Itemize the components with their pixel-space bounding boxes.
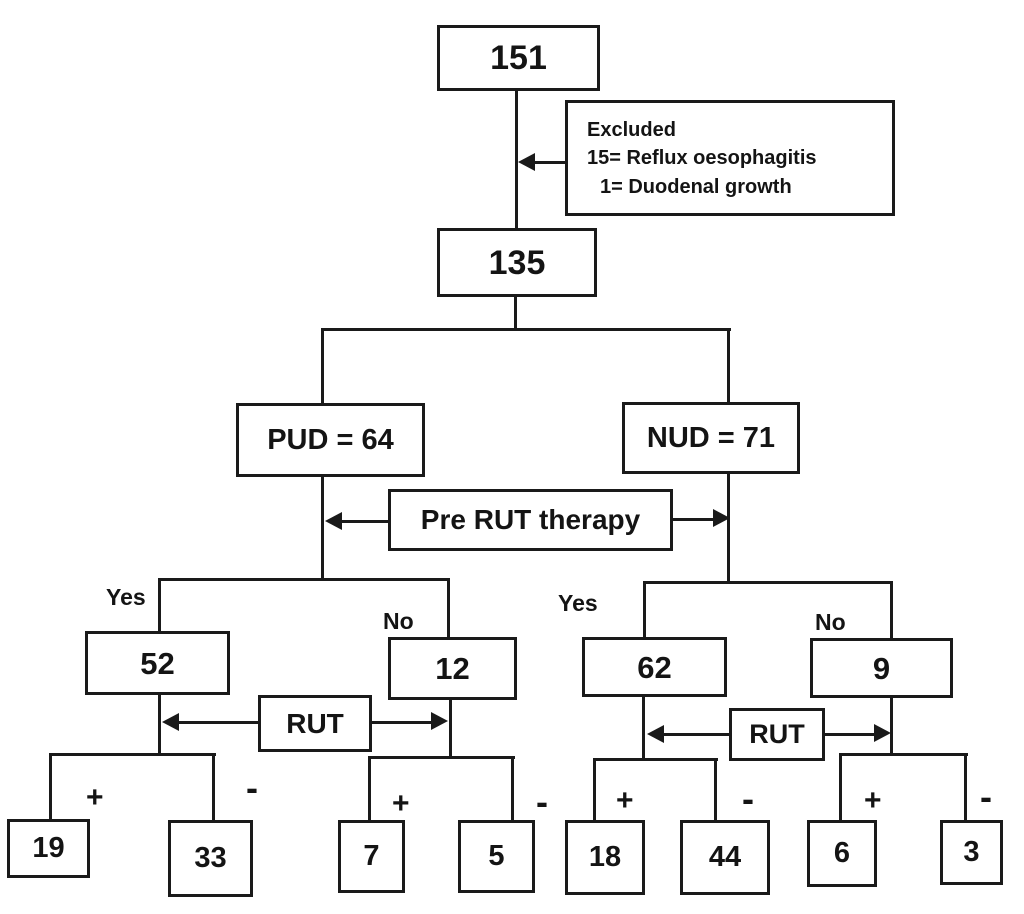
node-nud-prior-yes: 62 — [582, 637, 727, 697]
label-pud-yes: Yes — [106, 584, 146, 610]
node-nud-yes-rut-positive: 18 — [565, 820, 645, 895]
label-pud-no: No — [383, 608, 414, 634]
node-pud-no-rut-positive: 7 — [338, 820, 405, 893]
arrowhead-right-icon — [431, 712, 448, 730]
label-rut-negative: - — [536, 781, 548, 822]
arrowhead-left-icon — [162, 713, 179, 731]
label-rut-positive: + — [392, 787, 410, 820]
label-rut-positive: + — [864, 784, 882, 817]
connector-rut-right-to-9 — [824, 733, 875, 736]
node-pud-prior-no: 12 — [388, 637, 517, 700]
connector-to-18 — [593, 758, 596, 821]
node-nud-yes-rut-negative: 44 — [680, 820, 770, 895]
label-nud-no: No — [815, 609, 846, 635]
connector-rut-left-to-52 — [178, 721, 258, 724]
connector-pud-yes-no-split — [159, 578, 450, 581]
label-rut-negative: - — [742, 778, 754, 819]
connector-62-down — [642, 696, 645, 760]
connector-split-pud-nud — [321, 328, 731, 331]
connector-12-down — [449, 699, 452, 758]
node-rut-right: RUT — [729, 708, 825, 761]
arrowhead-left-icon — [647, 725, 664, 743]
node-pud-yes-rut-negative: 33 — [168, 820, 253, 897]
label-rut-negative: - — [246, 767, 258, 808]
label-rut-positive: + — [616, 784, 634, 817]
node-pud-prior-yes: 52 — [85, 631, 230, 695]
connector-to-9 — [890, 581, 893, 639]
excluded-item: 1= Duodenal growth — [600, 175, 792, 198]
connector-to-3 — [964, 753, 967, 821]
connector-to-7 — [368, 756, 371, 821]
node-total: 151 — [437, 25, 600, 91]
connector-52-down — [158, 694, 161, 755]
node-rut-left: RUT — [258, 695, 372, 752]
node-pud-yes-rut-positive: 19 — [7, 819, 90, 878]
connector-pud-down — [321, 476, 324, 580]
connector-rut-right-to-62 — [663, 733, 729, 736]
connector-nud-down — [727, 473, 730, 583]
connector-to-6 — [839, 753, 842, 821]
label-rut-negative: - — [980, 776, 992, 817]
node-pud-no-rut-negative: 5 — [458, 820, 535, 893]
node-nud-no-rut-positive: 6 — [807, 820, 877, 887]
connector-to-nud — [727, 328, 730, 403]
connector-rut-left-to-12 — [372, 721, 432, 724]
connector-9-pos-neg-split — [840, 753, 968, 756]
connector-pre-rut-right-arrow — [673, 518, 714, 521]
connector-included-down — [514, 295, 517, 331]
connector-excluded-arrow — [534, 161, 565, 164]
connector-9-down — [890, 697, 893, 755]
connector-12-pos-neg-split — [369, 756, 515, 759]
node-nud: NUD = 71 — [622, 402, 800, 474]
node-included: 135 — [437, 228, 597, 297]
connector-pre-rut-left-arrow — [341, 520, 388, 523]
connector-to-5 — [511, 756, 514, 821]
node-pre-rut-therapy: Pre RUT therapy — [388, 489, 673, 551]
arrowhead-left-icon — [518, 153, 535, 171]
connector-to-pud — [321, 328, 324, 404]
arrowhead-right-icon — [874, 724, 891, 742]
connector-nud-yes-no-split — [644, 581, 893, 584]
connector-to-62 — [643, 581, 646, 638]
arrowhead-right-icon — [713, 509, 730, 527]
connector-to-44 — [714, 758, 717, 821]
connector-62-pos-neg-split — [594, 758, 718, 761]
node-excluded: Excluded 15= Reflux oesophagitis 1= Duod… — [565, 100, 895, 216]
connector-to-52 — [158, 578, 161, 633]
excluded-item: 15= Reflux oesophagitis — [587, 147, 817, 170]
node-nud-no-rut-negative: 3 — [940, 820, 1003, 885]
label-nud-yes: Yes — [558, 590, 598, 616]
connector-total-to-included — [515, 90, 518, 228]
excluded-title: Excluded — [587, 119, 676, 141]
arrowhead-left-icon — [325, 512, 342, 530]
connector-to-12 — [447, 578, 450, 638]
connector-to-19 — [49, 753, 52, 820]
label-rut-positive: + — [86, 781, 104, 814]
connector-52-pos-neg-split — [50, 753, 216, 756]
node-pud: PUD = 64 — [236, 403, 425, 477]
node-nud-prior-no: 9 — [810, 638, 953, 698]
connector-to-33 — [212, 753, 215, 821]
